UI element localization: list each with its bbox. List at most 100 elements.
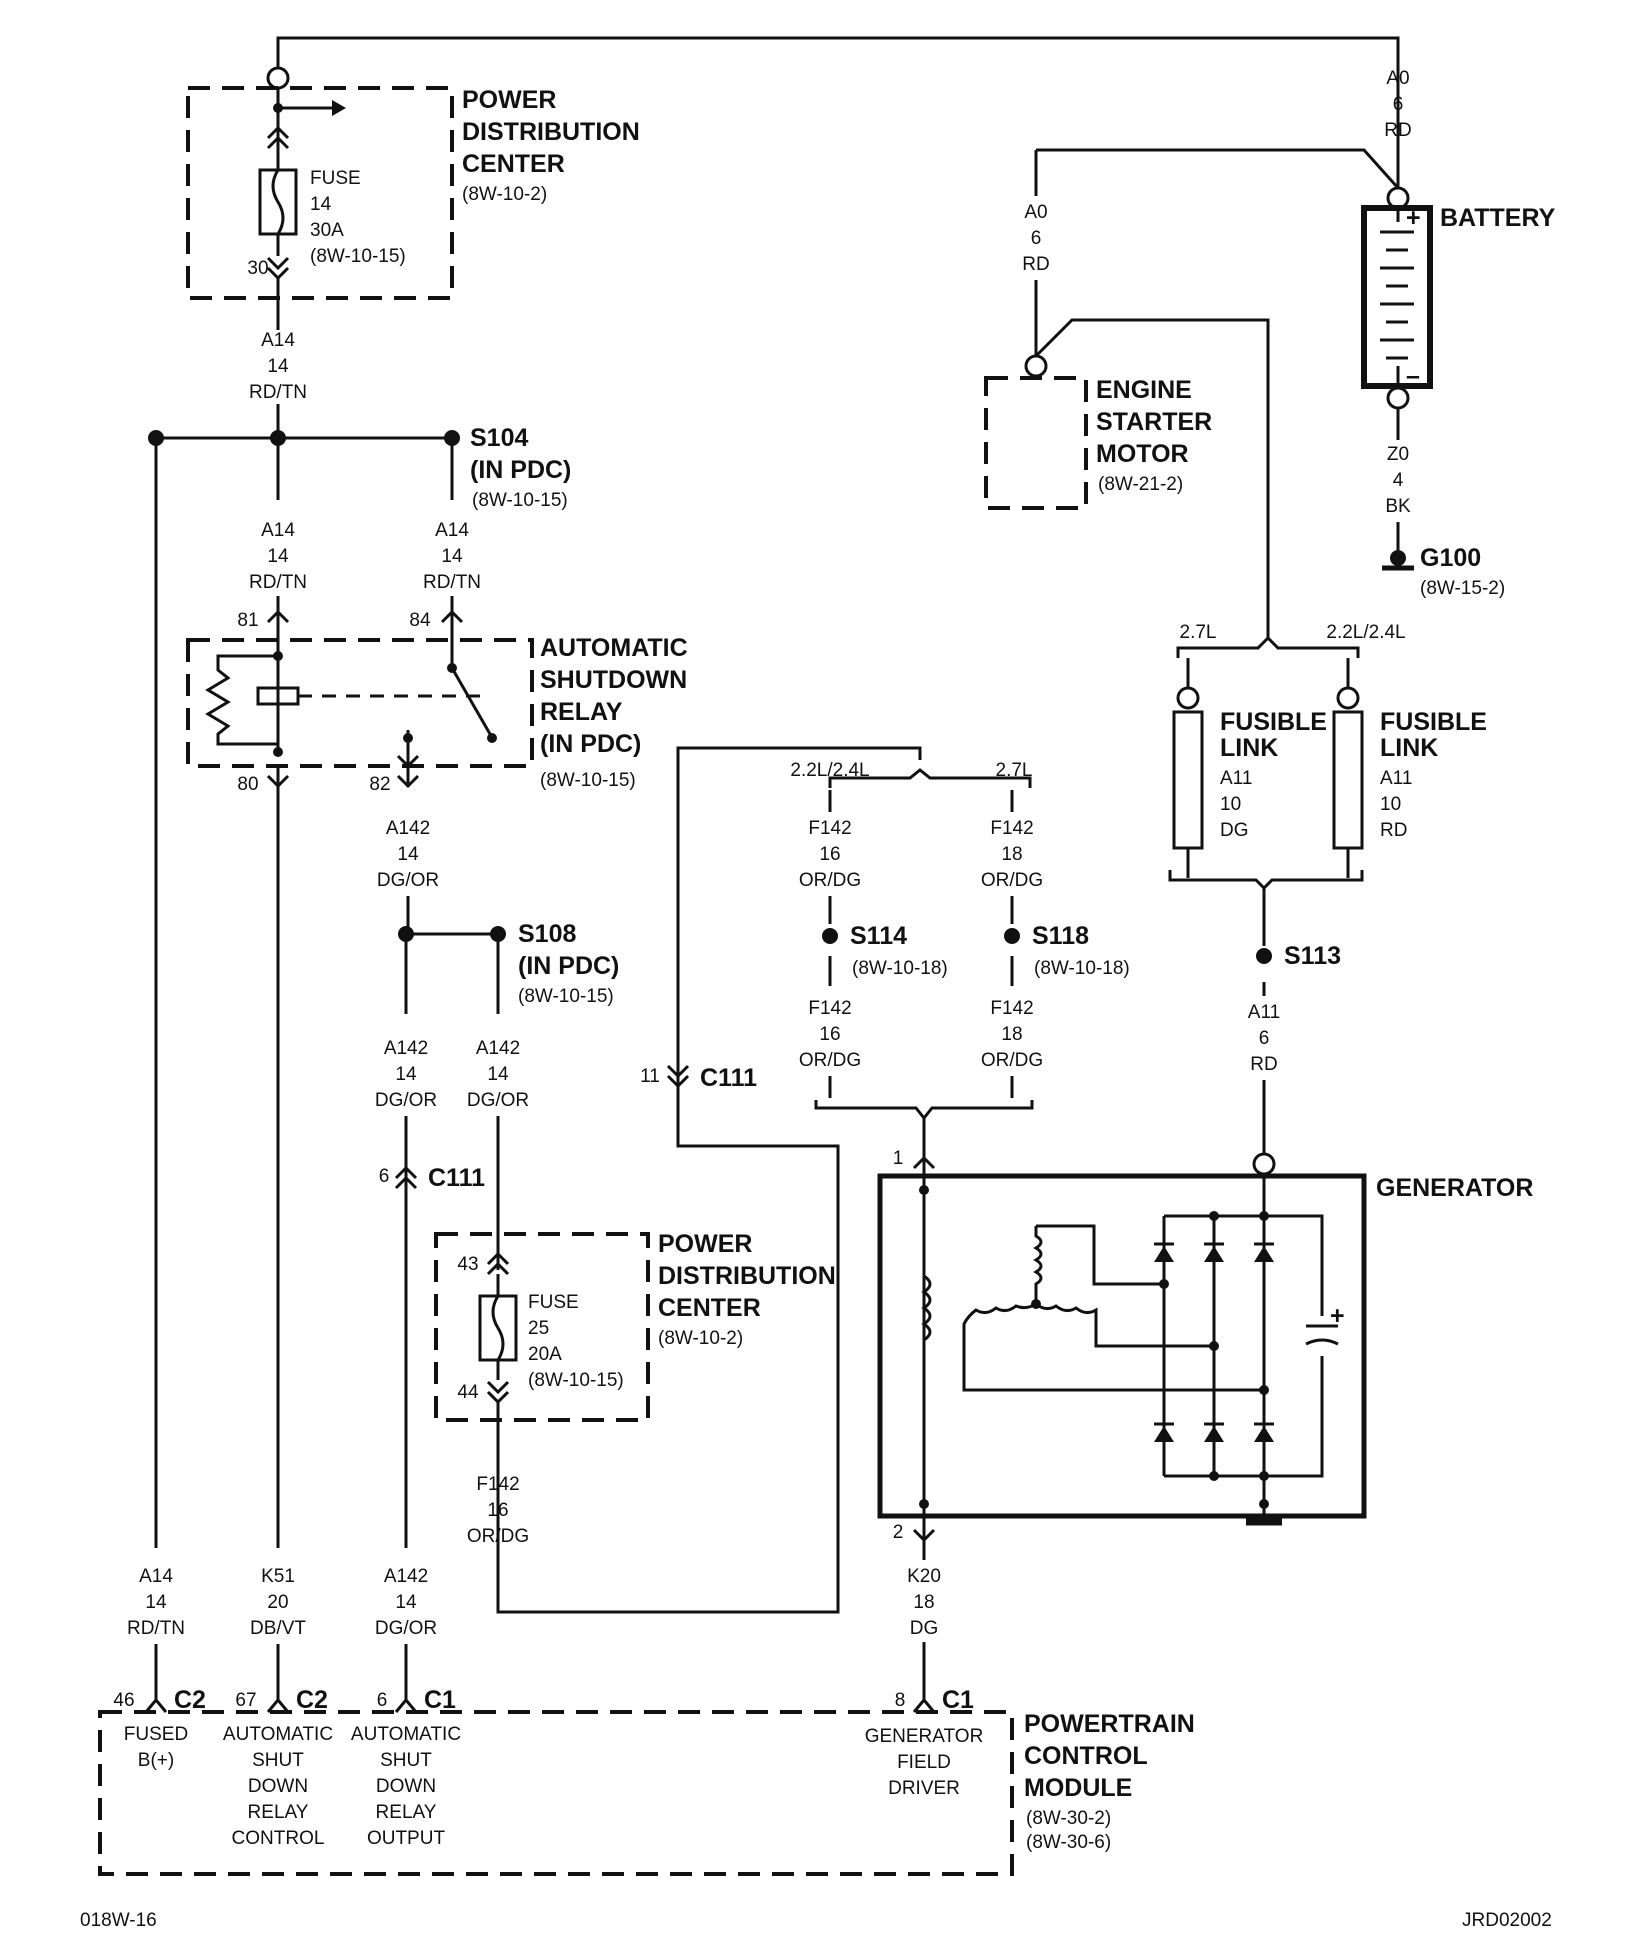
svg-text:BK: BK: [1385, 496, 1411, 517]
svg-text:14: 14: [441, 546, 463, 567]
svg-text:A14: A14: [261, 330, 295, 351]
svg-text:RD/TN: RD/TN: [127, 1618, 185, 1639]
svg-text:43: 43: [457, 1254, 478, 1275]
svg-text:6: 6: [1259, 1028, 1270, 1049]
pcm-pin-67: 67 C2 AUTOMATIC SHUT DOWN RELAY CONTROL: [223, 1686, 333, 1849]
svg-text:FUSE: FUSE: [528, 1292, 579, 1313]
svg-text:K20: K20: [907, 1566, 941, 1587]
wire-f142-loop: [496, 746, 922, 1614]
svg-text:LINK: LINK: [1220, 734, 1278, 762]
svg-text:RD: RD: [1250, 1054, 1277, 1075]
svg-text:A11: A11: [1220, 768, 1252, 789]
svg-text:OR/DG: OR/DG: [981, 1050, 1043, 1071]
svg-text:DG/OR: DG/OR: [375, 1618, 437, 1639]
svg-text:(8W-10-18): (8W-10-18): [852, 958, 948, 979]
svg-text:DG/OR: DG/OR: [375, 1090, 437, 1111]
svg-text:F142: F142: [990, 818, 1033, 839]
pdc-top-ref: (8W-10-2): [462, 184, 547, 205]
splice-s108: S108 (IN PDC) (8W-10-15): [398, 920, 619, 1007]
fusible-link-right: FUSIBLE LINK A11 10 RD: [1332, 658, 1487, 878]
svg-text:POWERTRAIN: POWERTRAIN: [1024, 1710, 1195, 1738]
svg-text:C111: C111: [700, 1064, 757, 1092]
svg-text:S118: S118: [1032, 922, 1089, 950]
pdc-top-title-3: CENTER: [462, 150, 565, 178]
wire-a142-right: A142 14 DG/OR: [467, 934, 529, 1270]
svg-text:A142: A142: [386, 818, 430, 839]
svg-text:FUSIBLE: FUSIBLE: [1220, 708, 1327, 736]
svg-text:RD: RD: [1380, 820, 1407, 841]
svg-text:RELAY: RELAY: [540, 698, 623, 726]
svg-text:F142: F142: [476, 1474, 519, 1495]
svg-text:GENERATOR: GENERATOR: [1376, 1174, 1533, 1202]
svg-text:CONTROL: CONTROL: [1024, 1742, 1148, 1770]
svg-text:RELAY: RELAY: [248, 1802, 309, 1823]
svg-text:A142: A142: [384, 1566, 428, 1587]
svg-text:DG: DG: [1220, 820, 1249, 841]
svg-text:16: 16: [819, 1024, 840, 1045]
svg-text:14: 14: [395, 1592, 417, 1613]
svg-text:20A: 20A: [528, 1344, 562, 1365]
svg-text:(8W-21-2): (8W-21-2): [1098, 474, 1183, 495]
svg-text:OR/DG: OR/DG: [467, 1526, 529, 1547]
svg-text:RD/TN: RD/TN: [249, 382, 307, 403]
svg-text:–: –: [1406, 362, 1420, 390]
asd-relay: 81 84 AUTOMATIC SHUTDOWN RELAY (IN PDC) …: [186, 609, 688, 795]
svg-text:1: 1: [893, 1148, 904, 1169]
svg-text:C1: C1: [424, 1686, 456, 1714]
splice-s104: S104 (IN PDC) (8W-10-15): [148, 424, 571, 511]
pdc-top: 30 FUSE 14 30A (8W-10-15) POWER DISTRIBU…: [186, 36, 1400, 330]
fuse14-rating: 30A: [310, 220, 344, 241]
svg-text:AUTOMATIC: AUTOMATIC: [223, 1724, 333, 1745]
svg-text:C2: C2: [174, 1686, 206, 1714]
svg-text:A142: A142: [384, 1038, 428, 1059]
svg-text:14: 14: [487, 1064, 509, 1085]
svg-text:DG/OR: DG/OR: [467, 1090, 529, 1111]
svg-text:A0: A0: [1386, 68, 1409, 89]
svg-text:(8W-30-6): (8W-30-6): [1026, 1832, 1111, 1853]
ground-g100: G100 (8W-15-2): [1382, 544, 1505, 599]
variant-merge-f142: [814, 1100, 1034, 1121]
svg-text:(8W-10-15): (8W-10-15): [472, 490, 568, 511]
svg-text:6: 6: [1393, 94, 1404, 115]
svg-text:4: 4: [1393, 470, 1404, 491]
powertrain-control-module: POWERTRAIN CONTROL MODULE (8W-30-2) (8W-…: [98, 1686, 1195, 1876]
svg-text:14: 14: [395, 1064, 417, 1085]
svg-text:Z0: Z0: [1387, 444, 1409, 465]
svg-text:10: 10: [1380, 794, 1401, 815]
svg-text:S114: S114: [850, 922, 907, 950]
svg-text:14: 14: [267, 356, 289, 377]
svg-text:DB/VT: DB/VT: [250, 1618, 306, 1639]
wire-a14-top: A14 14 RD/TN: [249, 330, 307, 438]
svg-text:BATTERY: BATTERY: [1440, 204, 1556, 232]
svg-text:6: 6: [379, 1166, 390, 1187]
svg-text:A14: A14: [261, 520, 295, 541]
svg-text:FIELD: FIELD: [897, 1752, 951, 1773]
svg-text:18: 18: [1001, 1024, 1022, 1045]
svg-text:8: 8: [895, 1690, 906, 1711]
wire-a142-bottom: A142 14 DG/OR: [362, 1560, 450, 1700]
svg-text:S113: S113: [1284, 942, 1341, 970]
svg-text:18: 18: [1001, 844, 1022, 865]
wire-f142-fuse: F142 16 OR/DG: [467, 1474, 529, 1547]
svg-text:20: 20: [267, 1592, 288, 1613]
svg-text:F142: F142: [990, 998, 1033, 1019]
svg-text:S104: S104: [470, 424, 528, 452]
svg-text:14: 14: [267, 546, 289, 567]
svg-text:SHUTDOWN: SHUTDOWN: [540, 666, 687, 694]
svg-text:(IN PDC): (IN PDC): [518, 952, 619, 980]
pdc-top-pin: 30: [247, 258, 268, 279]
svg-text:GENERATOR: GENERATOR: [865, 1726, 984, 1747]
svg-text:C111: C111: [428, 1164, 485, 1192]
svg-text:6: 6: [377, 1690, 388, 1711]
svg-text:44: 44: [457, 1382, 479, 1403]
svg-text:DG/OR: DG/OR: [377, 870, 439, 891]
svg-text:F142: F142: [808, 998, 851, 1019]
svg-text:B(+): B(+): [138, 1750, 174, 1771]
svg-text:K51: K51: [261, 1566, 295, 1587]
svg-text:2: 2: [893, 1522, 904, 1543]
svg-text:SHUT: SHUT: [252, 1750, 304, 1771]
svg-text:(8W-10-15): (8W-10-15): [518, 986, 614, 1007]
svg-text:14: 14: [397, 844, 419, 865]
svg-text:POWER: POWER: [658, 1230, 752, 1258]
fuse14-label: FUSE: [310, 168, 361, 189]
